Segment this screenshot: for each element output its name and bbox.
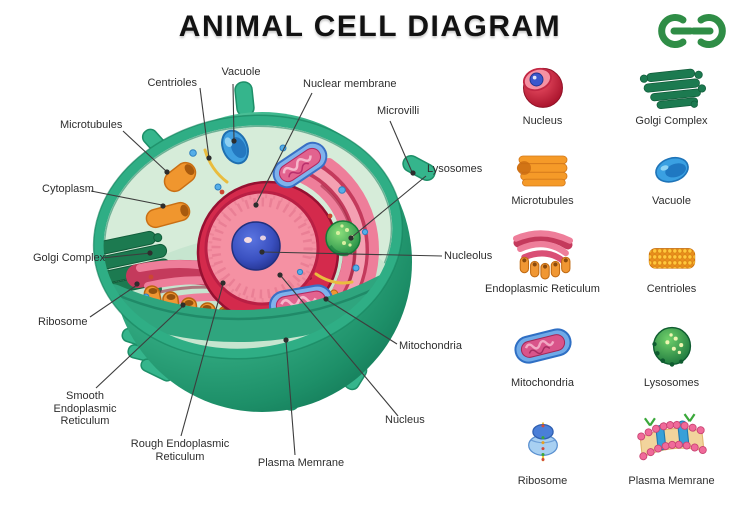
ribosome-icon bbox=[527, 422, 558, 462]
label-plasma-memrane: Plasma Memrane bbox=[257, 457, 345, 469]
callout-lines bbox=[89, 83, 443, 456]
legend-item-lysosomes: Lysosomes bbox=[607, 296, 736, 390]
microtubule-rods bbox=[145, 161, 197, 229]
label-ribosome: Ribosome bbox=[38, 316, 88, 328]
label-microvilli: Microvilli bbox=[377, 105, 420, 117]
legend-item-microtubules: Microtubules bbox=[478, 128, 607, 208]
label-lysosomes: Lysosomes bbox=[427, 163, 483, 175]
centrioles-icon bbox=[648, 248, 695, 269]
legend-item-er: Endoplasmic Reticulum bbox=[478, 208, 607, 296]
legend-item-plasma: Plasma Memrane bbox=[607, 390, 736, 488]
organelles bbox=[83, 129, 402, 360]
lysosomes-icon bbox=[651, 326, 691, 367]
golgi-icon bbox=[639, 68, 706, 110]
label-vacuole: Vacuole bbox=[221, 66, 261, 78]
callout-dots bbox=[134, 138, 416, 343]
page-title: ANIMAL CELL DIAGRAM bbox=[178, 10, 562, 43]
label-cytoplasm: Cytoplasm bbox=[42, 183, 94, 195]
legend-label: Golgi Complex bbox=[635, 115, 708, 127]
mitochondria-icon bbox=[513, 328, 572, 364]
legend-label: Lysosomes bbox=[643, 377, 700, 389]
label-smooth-er: Smooth Endoplasmic Reticulum bbox=[53, 390, 117, 428]
label-rough-er: Rough Endoplasmic Reticulum bbox=[130, 438, 230, 463]
legend-item-mitochondria: Mitochondria bbox=[478, 296, 607, 390]
legend-label: Centrioles bbox=[646, 283, 697, 295]
er-icon bbox=[512, 230, 573, 280]
label-nuclear-membrane: Nuclear membrane bbox=[303, 78, 397, 90]
legend-item-centrioles: Centrioles bbox=[607, 208, 736, 296]
legend-item-nucleus: Nucleus bbox=[478, 56, 607, 128]
plasma-icon bbox=[636, 413, 707, 461]
legend-label: Plasma Memrane bbox=[628, 475, 715, 487]
mitochondrion-top bbox=[272, 141, 328, 189]
label-golgi-complex: Golgi Complex bbox=[33, 252, 106, 264]
lysosome-shape bbox=[325, 220, 361, 257]
cut-wall bbox=[96, 274, 402, 343]
label-microtubules: Microtubules bbox=[60, 119, 123, 131]
legend-label: Mitochondria bbox=[511, 377, 574, 389]
legend-label: Endoplasmic Reticulum bbox=[485, 283, 600, 295]
label-nucleolus: Nucleolus bbox=[444, 250, 493, 262]
nucleolus-shape bbox=[231, 221, 281, 271]
nucleus-icon bbox=[522, 67, 563, 108]
label-nucleus: Nucleus bbox=[385, 414, 425, 426]
legend-label: Ribosome bbox=[517, 475, 568, 487]
legend: Nucleus Golgi Complex bbox=[478, 56, 736, 488]
label-mitochondria: Mitochondria bbox=[399, 340, 462, 352]
legend-item-ribosome: Ribosome bbox=[478, 390, 607, 488]
legend-item-golgi: Golgi Complex bbox=[607, 56, 736, 128]
legend-item-vacuole: Vacuole bbox=[607, 128, 736, 208]
label-centrioles: Centrioles bbox=[147, 77, 197, 89]
microtubules-icon bbox=[516, 155, 567, 187]
legend-label: Vacuole bbox=[652, 195, 691, 207]
legend-label: Nucleus bbox=[522, 115, 563, 127]
vacuole-icon bbox=[654, 156, 689, 183]
geeksforgeeks-logo-icon bbox=[658, 14, 726, 48]
legend-label: Microtubules bbox=[511, 195, 574, 207]
